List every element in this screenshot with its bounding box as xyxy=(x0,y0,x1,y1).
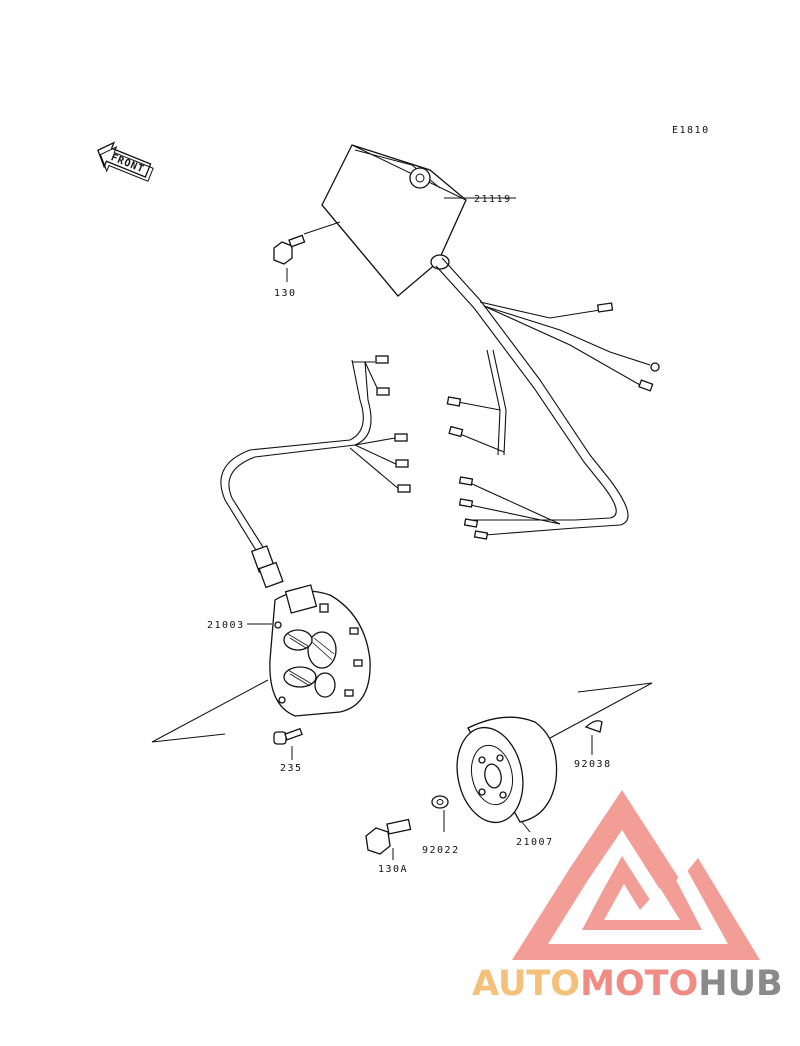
bolt-130 xyxy=(273,234,306,265)
washer xyxy=(431,795,449,809)
callout-92038: 92038 xyxy=(574,759,612,770)
bolt-130a xyxy=(365,818,412,855)
svg-text:AUTOMOTOHUB: AUTOMOTOHUB xyxy=(472,964,783,1004)
watermark-hub: HUB xyxy=(698,964,782,1004)
watermark-auto: AUTO xyxy=(472,964,580,1004)
callout-92022: 92022 xyxy=(422,845,460,856)
callout-130: 130 xyxy=(274,288,297,299)
woodruff-key xyxy=(584,720,603,733)
callout-130a: 130A xyxy=(378,864,408,875)
cdi-unit xyxy=(321,144,467,297)
diagram-code: E1810 xyxy=(672,125,710,136)
front-arrow-icon: FRONT xyxy=(97,141,154,182)
stator-harness xyxy=(220,355,411,589)
flywheel xyxy=(456,716,558,824)
screw-235 xyxy=(273,727,303,745)
callout-21003: 21003 xyxy=(207,620,245,631)
watermark-text: AUTOMOTOHUB xyxy=(472,964,783,1004)
cdi-harness xyxy=(435,257,660,540)
callout-21119: 21119 xyxy=(474,194,512,205)
watermark-logo-icon xyxy=(512,790,760,960)
callout-235: 235 xyxy=(280,763,303,774)
callout-21007: 21007 xyxy=(516,837,554,848)
watermark-moto: MOTO xyxy=(580,964,698,1004)
stator xyxy=(269,584,371,717)
